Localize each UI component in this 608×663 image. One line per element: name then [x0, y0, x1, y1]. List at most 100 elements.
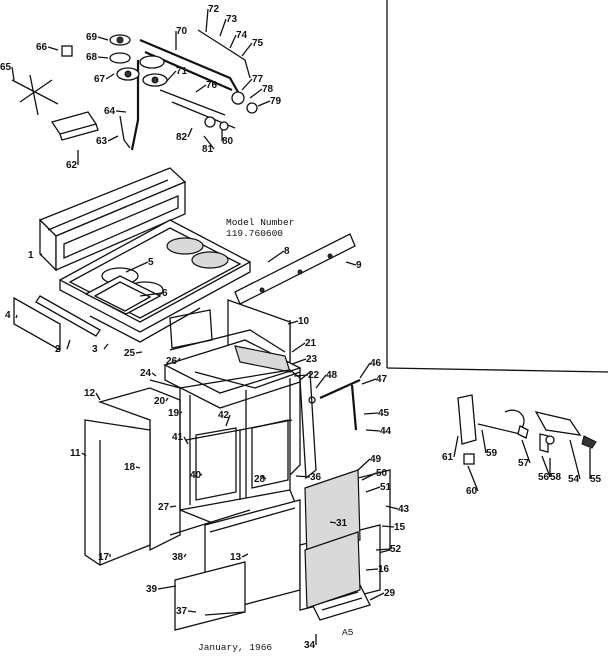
callout-22: 22 [308, 370, 320, 381]
callout-leader-4 [15, 314, 18, 319]
callout-79: 79 [270, 96, 282, 107]
callout-15: 15 [394, 522, 406, 533]
callout-61: 61 [442, 452, 454, 463]
callout-63: 63 [96, 136, 108, 147]
callout-60: 60 [466, 486, 478, 497]
callout-11: 11 [70, 448, 81, 459]
callout-27: 27 [158, 502, 170, 513]
heating-elements [304, 469, 361, 609]
callout-9: 9 [356, 260, 362, 271]
cooktop [13, 219, 252, 352]
callout-78: 78 [262, 84, 274, 95]
callout-62: 62 [66, 160, 78, 171]
callout-leader-61 [453, 435, 459, 458]
callout-12: 12 [84, 388, 96, 399]
callout-leader-51 [365, 486, 381, 493]
callout-24: 24 [140, 368, 152, 379]
callout-leader-40 [199, 473, 203, 476]
callout-42: 42 [218, 410, 230, 421]
callout-leader-54 [569, 439, 581, 480]
callout-34: 34 [304, 640, 316, 651]
callout-leader-79 [257, 100, 271, 107]
callout-25: 25 [124, 348, 136, 359]
callout-leader-69 [97, 36, 109, 41]
divider-horizontal [386, 367, 608, 373]
callout-leader-76 [195, 84, 207, 93]
callout-leader-39 [157, 585, 177, 590]
callout-leader-18 [135, 466, 141, 469]
callout-leader-22 [293, 374, 309, 377]
callout-leader-29 [369, 592, 385, 601]
callout-leader-9 [345, 261, 357, 266]
callout-leader-81 [203, 135, 215, 150]
callout-leader-10 [287, 320, 299, 325]
burner-manifold-assembly [11, 29, 258, 151]
callout-36: 36 [310, 472, 322, 483]
callout-55: 55 [590, 474, 602, 485]
callout-76: 76 [206, 80, 218, 91]
callout-38: 38 [172, 552, 184, 563]
callout-57: 57 [518, 458, 530, 469]
callout-41: 41 [172, 432, 184, 443]
callout-leader-25 [135, 351, 143, 354]
callout-8: 8 [284, 246, 290, 257]
callout-58: 58 [550, 472, 562, 483]
callout-3: 3 [92, 344, 98, 355]
callout-leader-26 [177, 357, 181, 362]
callout-72: 72 [208, 4, 220, 15]
callout-50: 50 [376, 468, 388, 479]
callout-52: 52 [390, 544, 402, 555]
callout-leader-43 [385, 505, 399, 510]
callout-leader-72 [205, 8, 209, 33]
callout-49: 49 [370, 454, 382, 465]
callout-46: 46 [370, 358, 382, 369]
callout-leader-78 [249, 88, 263, 99]
callout-56: 56 [538, 472, 550, 483]
callout-67: 67 [94, 74, 106, 85]
callout-leader-20 [165, 397, 169, 402]
callout-70: 70 [176, 26, 188, 37]
callout-leader-65 [11, 66, 15, 81]
callout-leader-23 [291, 358, 307, 365]
callout-leader-66 [47, 46, 59, 51]
callout-leader-1 [39, 253, 43, 256]
callout-leader-47 [361, 378, 377, 385]
upper-frame [163, 309, 302, 409]
rod-assembly [299, 370, 361, 480]
callout-leader-12 [95, 392, 101, 401]
callout-31: 31 [336, 518, 348, 529]
backguard-panel [38, 167, 187, 272]
callout-leader-71 [165, 70, 177, 83]
callout-leader-59 [481, 429, 487, 454]
callout-43: 43 [398, 504, 410, 515]
callout-leader-64 [115, 110, 127, 113]
callout-2: 2 [55, 344, 61, 355]
callout-69: 69 [86, 32, 98, 43]
callout-leader-57 [521, 439, 531, 464]
callout-leader-50 [361, 472, 377, 481]
callout-leader-24 [151, 372, 157, 377]
callout-leader-5 [125, 261, 149, 273]
callout-77: 77 [252, 74, 264, 85]
callout-leader-19 [179, 411, 183, 414]
callout-1: 1 [28, 250, 34, 261]
callout-74: 74 [236, 30, 248, 41]
footer-date: January, 1966 [198, 642, 272, 653]
control-valve-assembly [457, 394, 597, 465]
callout-82: 82 [176, 132, 188, 143]
callout-leader-41 [183, 436, 189, 445]
callout-18: 18 [124, 462, 136, 473]
callout-leader-49 [357, 458, 371, 471]
callout-73: 73 [226, 14, 238, 25]
callout-75: 75 [252, 38, 264, 49]
callout-28: 28 [254, 474, 266, 485]
callout-leader-56 [541, 455, 551, 478]
callout-47: 47 [376, 374, 388, 385]
callout-leader-11 [81, 452, 87, 457]
callout-6: 6 [162, 288, 168, 299]
callout-20: 20 [154, 396, 166, 407]
callout-leader-77 [241, 78, 253, 91]
model-number-value: 119.760600 [226, 228, 283, 239]
callout-leader-74 [229, 34, 237, 49]
